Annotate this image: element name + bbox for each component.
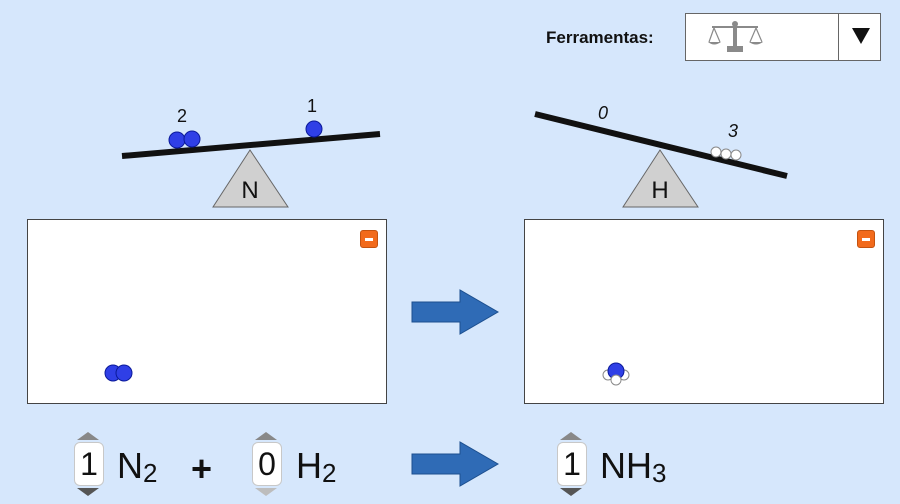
h2-symbol: H (296, 445, 322, 486)
dropdown-arrow-icon[interactable] (852, 28, 870, 44)
nh3-symbol: NH (600, 445, 652, 486)
hydrogen-left-count: 0 (598, 103, 608, 123)
tools-dropdown[interactable] (685, 13, 881, 61)
nitrogen-beam (121, 131, 381, 159)
nitrogen-fulcrum (212, 149, 289, 208)
h2-coefficient-spinner[interactable]: 0 (252, 432, 282, 496)
reactants-minimize-button[interactable] (360, 230, 378, 248)
nh3-increment-arrow[interactable] (560, 432, 582, 440)
nitrogen-atom (305, 120, 323, 138)
hydrogen-balance: H 0 3 (534, 103, 788, 208)
nitrogen-atom (183, 130, 201, 148)
n2-decrement-arrow[interactable] (77, 488, 99, 496)
dropdown-divider (838, 14, 839, 60)
nh3-decrement-arrow[interactable] (560, 488, 582, 496)
hydrogen-atom (730, 149, 742, 161)
hydrogen-beam (534, 111, 788, 179)
reaction-arrow-icon (411, 289, 499, 335)
nh3-formula: NH3 (600, 445, 667, 488)
hydrogen-fulcrum-label: H (651, 177, 668, 204)
reactants-box (27, 219, 387, 404)
n2-molecule[interactable] (102, 362, 136, 384)
products-box (524, 219, 884, 404)
nh3-molecule[interactable] (599, 360, 633, 388)
hydrogen-atom (720, 148, 732, 160)
h2-decrement-arrow[interactable] (255, 488, 277, 496)
nitrogen-left-count: 2 (177, 106, 187, 126)
nh3-subscript: 3 (652, 458, 667, 488)
plus-sign: + (191, 448, 213, 489)
nh3-coefficient-spinner[interactable]: 1 (557, 432, 587, 496)
nitrogen-fulcrum-label: N (241, 177, 258, 204)
hydrogen-right-count: 3 (728, 121, 738, 141)
equation-arrow-icon (411, 441, 499, 487)
nitrogen-atom (168, 131, 186, 149)
nh3-coefficient-value[interactable]: 1 (557, 442, 587, 486)
n2-coefficient-value[interactable]: 1 (74, 442, 104, 486)
tools-label: Ferramentas: (546, 28, 654, 47)
n2-coefficient-spinner[interactable]: 1 (74, 432, 104, 496)
hydrogen-fulcrum (622, 149, 699, 208)
n2-increment-arrow[interactable] (77, 432, 99, 440)
n2-subscript: 2 (143, 458, 158, 488)
nitrogen-right-count: 1 (307, 96, 317, 116)
h2-coefficient-value[interactable]: 0 (252, 442, 282, 486)
h2-subscript: 2 (322, 458, 337, 488)
nitrogen-balance: N 2 1 (121, 96, 381, 208)
balance-scale-icon (708, 21, 763, 52)
h2-formula: H2 (296, 445, 337, 488)
n2-symbol: N (117, 445, 143, 486)
products-minimize-button[interactable] (857, 230, 875, 248)
hydrogen-atom (710, 146, 722, 158)
n2-formula: N2 (117, 445, 158, 488)
h2-increment-arrow[interactable] (255, 432, 277, 440)
